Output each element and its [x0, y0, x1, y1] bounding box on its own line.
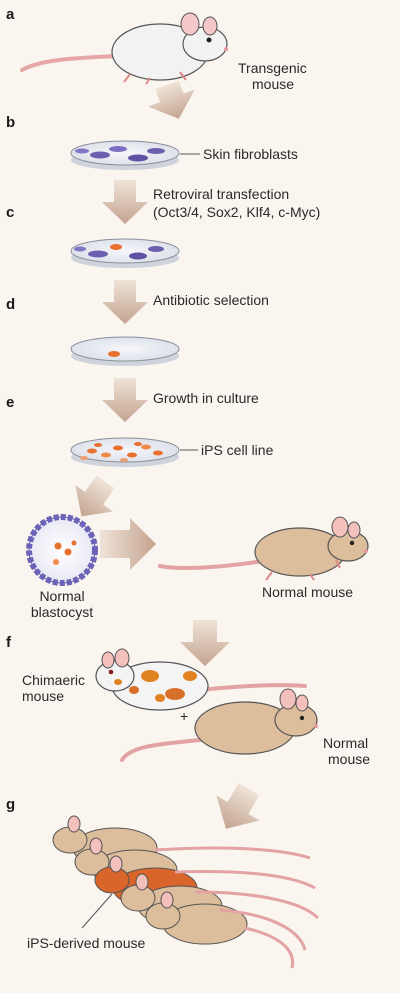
step-label-e: e — [6, 394, 15, 411]
label-antibiotic-selection: Antibiotic selection — [153, 292, 269, 308]
step-label-d: d — [6, 296, 16, 313]
label-chimaeric-2: mouse — [22, 688, 65, 704]
mouse-litter — [52, 815, 320, 969]
label-growth-in-culture: Growth in culture — [153, 390, 259, 406]
label-normal-mouse-top: Normal mouse — [262, 584, 354, 600]
normal-mouse-f — [120, 688, 318, 762]
arrow-to-g — [216, 782, 260, 829]
step-label-b: b — [6, 114, 16, 131]
label-transgenic-mouse-1: Transgenic — [238, 60, 307, 76]
label-transgenic-mouse-2: mouse — [252, 76, 295, 92]
step-label-g: g — [6, 796, 16, 813]
arrow-e-to-blastocyst — [75, 475, 115, 517]
blastocyst — [26, 514, 98, 586]
label-normal-mouse-f-2: mouse — [328, 751, 371, 767]
label-plus: + — [180, 708, 189, 724]
white-transgenic-mouse — [20, 12, 228, 85]
dish-transfected — [70, 238, 180, 268]
label-normal-blastocyst-1: Normal — [39, 588, 85, 604]
arrow-d-to-e — [102, 378, 148, 422]
label-retroviral-1: Retroviral transfection — [153, 186, 290, 202]
arrow-c-to-d — [102, 280, 148, 324]
arrow-blastocyst-to-mouse — [100, 518, 156, 570]
label-retroviral-2: (Oct3/4, Sox2, Klf4, c-Myc) — [153, 204, 321, 220]
arrow-b-to-c — [102, 180, 148, 224]
label-chimaeric-1: Chimaeric — [22, 672, 86, 688]
label-ips-cell-line: iPS cell line — [201, 442, 274, 458]
label-skin-fibroblasts: Skin fibroblasts — [203, 146, 298, 162]
dish-ips-cell-line — [70, 437, 198, 467]
label-ips-derived-mouse: iPS-derived mouse — [27, 935, 146, 951]
step-label-f: f — [6, 634, 11, 651]
label-normal-blastocyst-2: blastocyst — [30, 604, 94, 620]
dish-fibroblasts — [70, 140, 200, 170]
step-label-a: a — [6, 6, 15, 23]
label-normal-mouse-f-1: Normal — [323, 735, 369, 751]
arrow-to-f — [180, 620, 230, 666]
arrow-a-to-b — [147, 80, 195, 119]
step-label-c: c — [6, 204, 15, 221]
chimaeric-mouse — [95, 648, 307, 711]
dish-selected — [70, 336, 180, 366]
normal-mouse-top — [158, 516, 369, 581]
